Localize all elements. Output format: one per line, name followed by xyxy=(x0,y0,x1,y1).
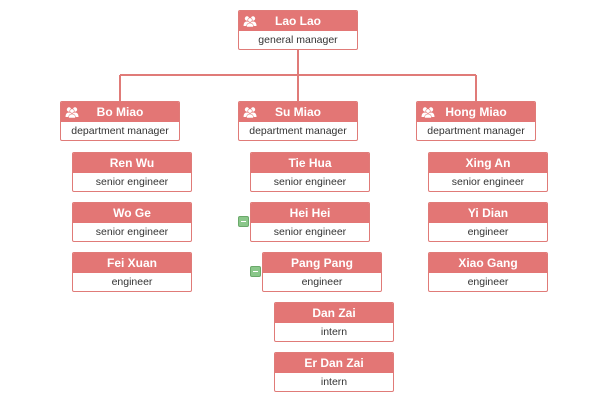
node-title: department manager xyxy=(427,125,525,137)
node-title: department manager xyxy=(249,125,347,137)
node-title: senior engineer xyxy=(95,176,169,188)
node-title: senior engineer xyxy=(451,176,525,188)
org-node-department-manager[interactable]: Bo Miao department manager xyxy=(60,101,180,141)
node-name: Hei Hei xyxy=(251,203,369,223)
org-node-member[interactable]: Er Dan Zai intern xyxy=(274,352,394,392)
node-name: Ren Wu xyxy=(73,153,191,173)
node-name: Su Miao xyxy=(274,105,321,119)
org-node-member[interactable]: Yi Dian engineer xyxy=(428,202,548,242)
org-node-member[interactable]: Dan Zai intern xyxy=(274,302,394,342)
org-node-member[interactable]: Pang Pang engineer xyxy=(262,252,382,292)
node-name: Er Dan Zai xyxy=(275,353,393,373)
node-name: Yi Dian xyxy=(429,203,547,223)
node-name: Wo Ge xyxy=(73,203,191,223)
org-node-member[interactable]: Xing An senior engineer xyxy=(428,152,548,192)
node-name: Lao Lao xyxy=(274,14,321,28)
node-title: general manager xyxy=(258,34,338,46)
people-icon xyxy=(243,16,257,27)
node-name: Tie Hua xyxy=(251,153,369,173)
org-node-member[interactable]: Fei Xuan engineer xyxy=(72,252,192,292)
node-title: engineer xyxy=(467,276,509,288)
node-name: Xiao Gang xyxy=(429,253,547,273)
node-title: engineer xyxy=(301,276,343,288)
collapse-toggle-icon[interactable] xyxy=(238,216,249,227)
collapse-toggle-icon[interactable] xyxy=(250,266,261,277)
node-title: senior engineer xyxy=(95,226,169,238)
node-name: Fei Xuan xyxy=(73,253,191,273)
people-icon xyxy=(243,107,257,118)
org-node-member[interactable]: Ren Wu senior engineer xyxy=(72,152,192,192)
people-icon xyxy=(421,107,435,118)
org-node-member[interactable]: Tie Hua senior engineer xyxy=(250,152,370,192)
node-title: intern xyxy=(320,376,348,388)
org-node-member[interactable]: Xiao Gang engineer xyxy=(428,252,548,292)
org-node-department-manager[interactable]: Hong Miao department manager xyxy=(416,101,536,141)
org-node-member[interactable]: Hei Hei senior engineer xyxy=(250,202,370,242)
node-title: senior engineer xyxy=(273,176,347,188)
people-icon xyxy=(65,107,79,118)
node-name: Dan Zai xyxy=(275,303,393,323)
node-title: engineer xyxy=(467,226,509,238)
org-node-department-manager[interactable]: Su Miao department manager xyxy=(238,101,358,141)
org-node-member[interactable]: Wo Ge senior engineer xyxy=(72,202,192,242)
org-node-root[interactable]: Lao Lao general manager xyxy=(238,10,358,50)
node-title: intern xyxy=(320,326,348,338)
node-title: engineer xyxy=(111,276,153,288)
node-title: department manager xyxy=(71,125,169,137)
node-name: Bo Miao xyxy=(96,105,144,119)
node-name: Hong Miao xyxy=(445,105,507,119)
node-name: Pang Pang xyxy=(263,253,381,273)
node-name: Xing An xyxy=(429,153,547,173)
node-title: senior engineer xyxy=(273,226,347,238)
